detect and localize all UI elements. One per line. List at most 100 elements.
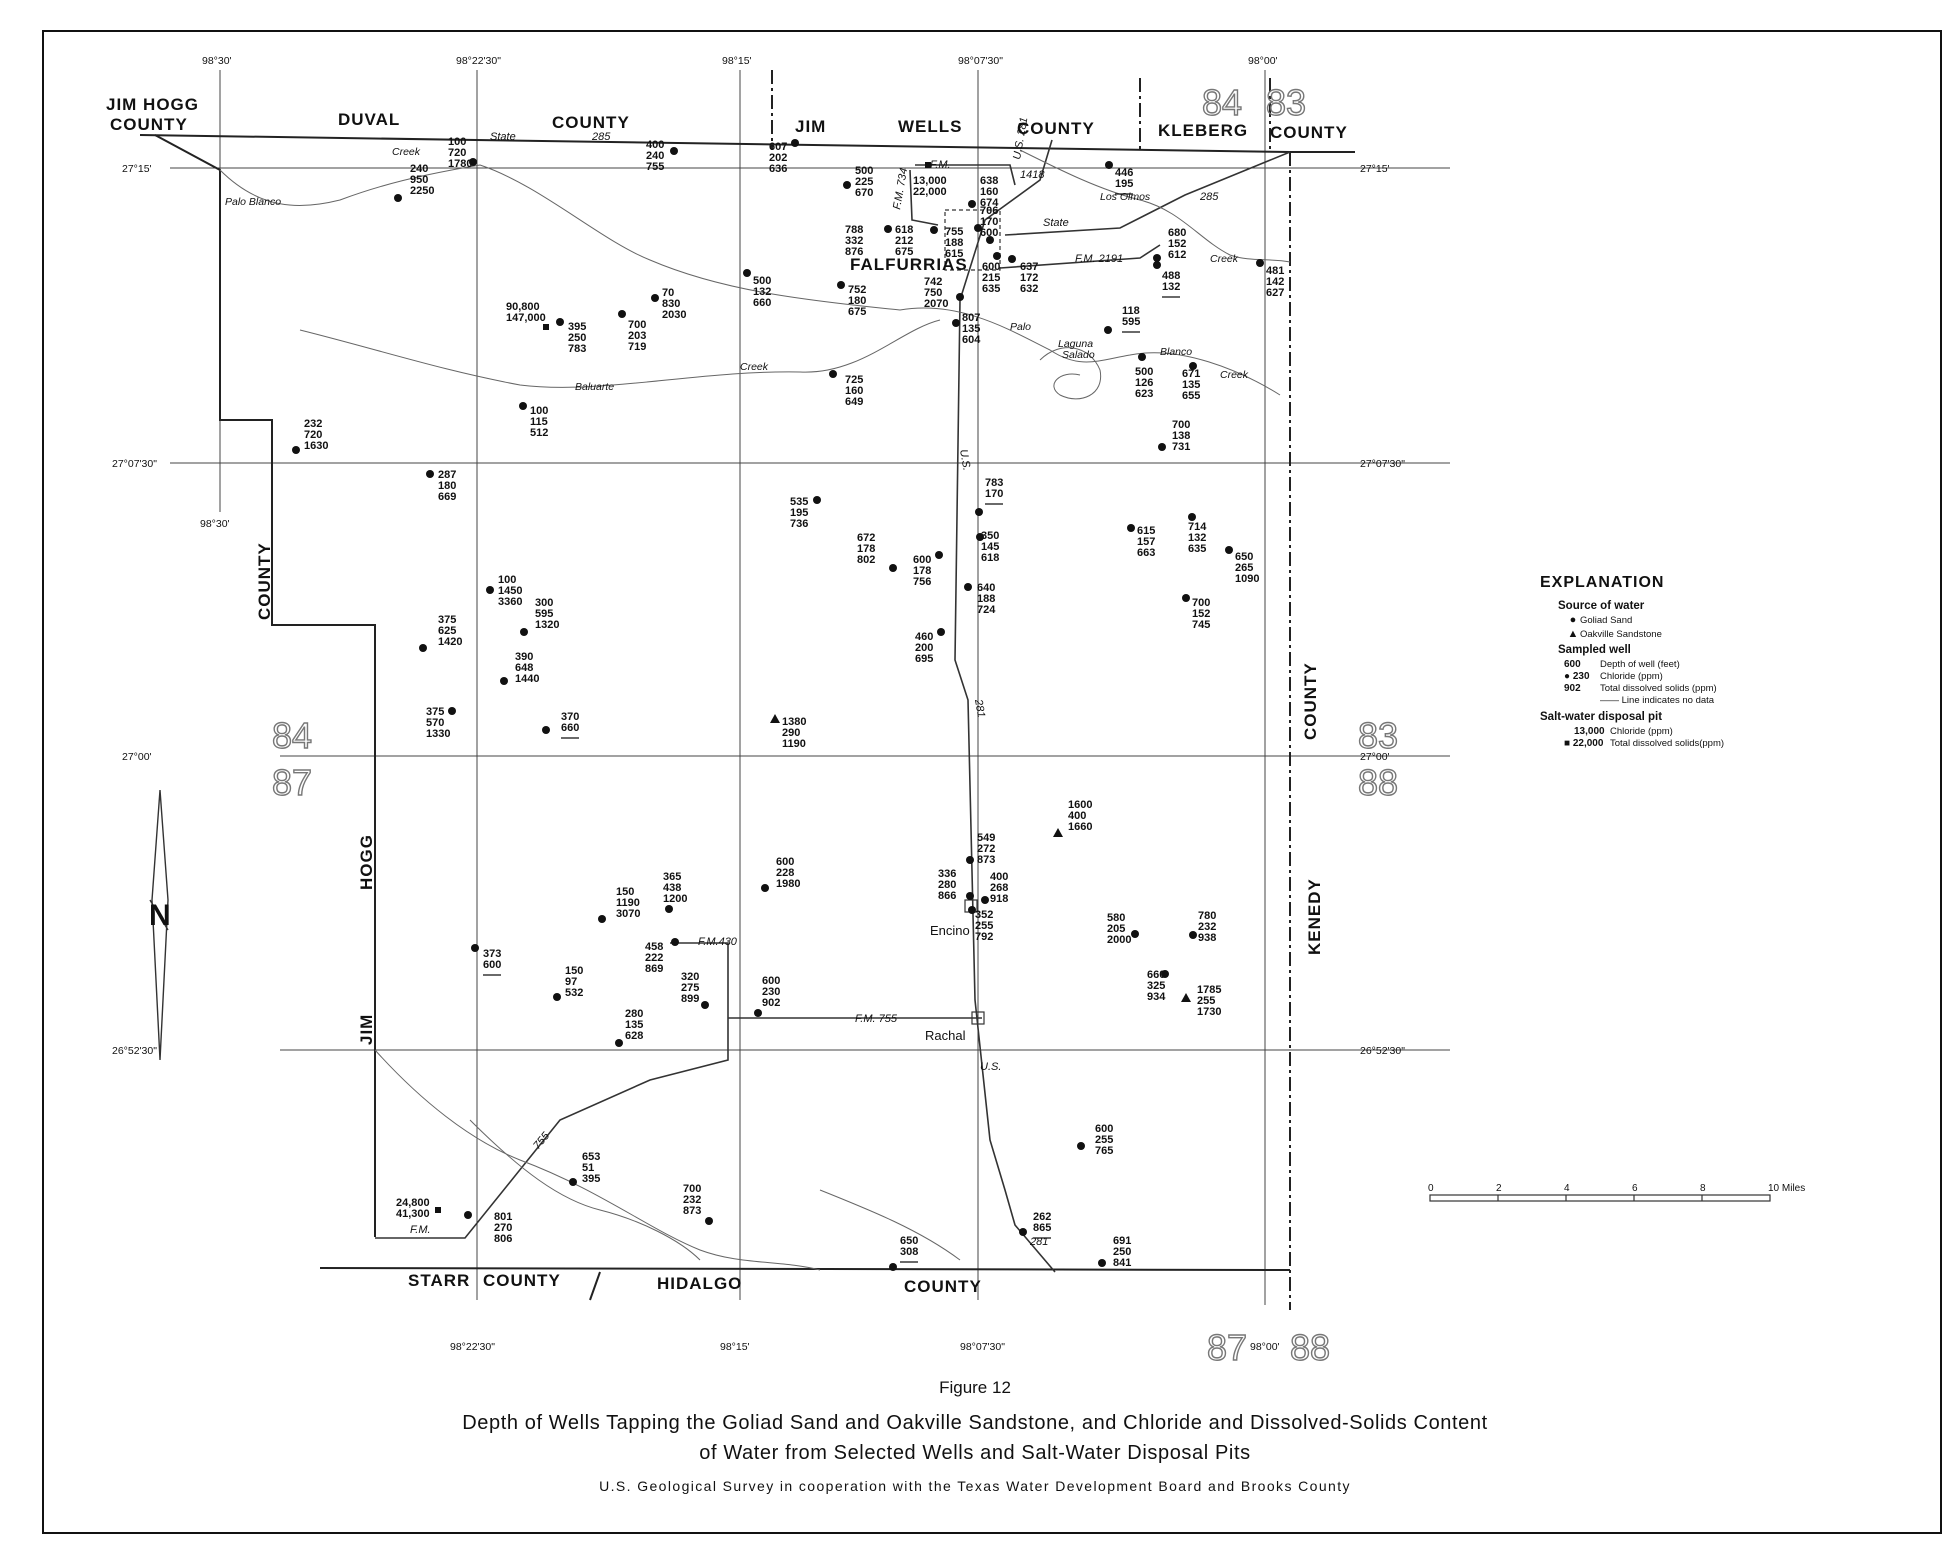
well-17-value-1: 180 bbox=[848, 295, 866, 307]
well-7-value-0: 446 bbox=[1115, 167, 1133, 179]
state-285-east bbox=[1004, 151, 1291, 236]
goliad-well-marker bbox=[843, 181, 851, 189]
goliad-well-marker bbox=[968, 200, 976, 208]
pit-1-value-0: 13,000 bbox=[913, 175, 947, 187]
well-54-value-1: 268 bbox=[990, 882, 1008, 894]
county-label-hidalgo-county: COUNTY bbox=[904, 1277, 982, 1296]
well-56-value-2: 792 bbox=[975, 931, 993, 943]
goliad-well-marker bbox=[500, 677, 508, 685]
well-19-value-1: 830 bbox=[662, 298, 680, 310]
well-24-value-1: 160 bbox=[845, 385, 863, 397]
well-39-value-0: 100 bbox=[498, 574, 516, 586]
well-1-value-1: 950 bbox=[410, 174, 428, 186]
oakville-well-marker bbox=[1053, 828, 1063, 837]
disposal-pit-marker bbox=[925, 162, 931, 168]
well-4-value-2: 670 bbox=[855, 187, 873, 199]
well-40-value-1: 188 bbox=[977, 593, 995, 605]
goliad-well-marker bbox=[569, 1178, 577, 1186]
figure-caption: Figure 12 Depth of Wells Tapping the Gol… bbox=[0, 1378, 1950, 1494]
road-label-us-281-mid: U.S. bbox=[957, 448, 973, 471]
legend-ex-depth: 600 bbox=[1564, 659, 1581, 670]
lon-label-bottom-2: 98°07'30" bbox=[960, 1341, 1005, 1353]
well-8-value-0: 788 bbox=[845, 224, 863, 236]
well-36-value-1: 157 bbox=[1137, 536, 1155, 548]
road-label-8: F.M. 755 bbox=[855, 1013, 898, 1025]
well-28-value-1: 720 bbox=[304, 429, 322, 441]
well-42-value-1: 625 bbox=[438, 625, 456, 637]
goliad-well-marker bbox=[1077, 1142, 1085, 1150]
goliad-well-marker bbox=[966, 892, 974, 900]
figure-credit: U.S. Geological Survey in cooperation wi… bbox=[599, 1478, 1351, 1494]
goliad-well-marker bbox=[1189, 362, 1197, 370]
well-71-value-0: 262 bbox=[1033, 1211, 1051, 1223]
stream-label-1: Creek bbox=[392, 146, 421, 158]
well-26-value-2: 655 bbox=[1182, 390, 1200, 402]
well-50-value-2: 873 bbox=[977, 854, 995, 866]
well-57-value-2: 2000 bbox=[1107, 934, 1131, 946]
goliad-well-marker bbox=[1104, 326, 1112, 334]
well-30-value-0: 287 bbox=[438, 469, 456, 481]
goliad-well-marker bbox=[964, 583, 972, 591]
road-label-1: 285 bbox=[591, 131, 611, 143]
well-18-value-1: 750 bbox=[924, 287, 942, 299]
well-8-value-1: 332 bbox=[845, 235, 863, 247]
stream-label-5: Creek bbox=[1210, 253, 1239, 265]
well-68-value-2: 395 bbox=[582, 1173, 600, 1185]
roads bbox=[375, 139, 1291, 1273]
well-22-value-0: 807 bbox=[962, 312, 980, 324]
figure-number: Figure 12 bbox=[939, 1378, 1011, 1397]
county-label-jim-wells-county: COUNTY bbox=[1017, 119, 1095, 138]
well-53-value-0: 336 bbox=[938, 868, 956, 880]
goliad-well-marker bbox=[1153, 254, 1161, 262]
goliad-well-marker bbox=[1188, 513, 1196, 521]
county-label-starr: STARR bbox=[408, 1271, 470, 1290]
road-label-2: State bbox=[1043, 217, 1069, 229]
lat-label-left-2: 27°00' bbox=[122, 751, 152, 763]
well-4-value-0: 500 bbox=[855, 165, 873, 177]
well-69-value-2: 873 bbox=[683, 1205, 701, 1217]
goliad-well-marker bbox=[1019, 1228, 1027, 1236]
well-29-value-2: 731 bbox=[1172, 441, 1190, 453]
lon-label-top-4: 98°00' bbox=[1248, 55, 1278, 67]
well-48-value-2: 1190 bbox=[782, 738, 806, 750]
well-17-value-2: 675 bbox=[848, 306, 866, 318]
quad-mid-left-top: 84 bbox=[272, 715, 312, 756]
road-label-3: 285 bbox=[1199, 191, 1219, 203]
well-46-value-0: 375 bbox=[426, 706, 444, 718]
goliad-well-marker bbox=[671, 938, 679, 946]
road-label-fm-734: F.M. 734 bbox=[891, 167, 910, 210]
well-0-value-2: 1780 bbox=[448, 158, 472, 170]
well-54-value-2: 918 bbox=[990, 893, 1008, 905]
legend-pit-tds-row: ■ 22,000 bbox=[1564, 738, 1610, 750]
quad-mid-right-bottom: 88 bbox=[1358, 762, 1398, 803]
pit-0-value-1: 147,000 bbox=[506, 312, 546, 324]
goliad-well-marker bbox=[1008, 255, 1016, 263]
well-63-value-0: 600 bbox=[762, 975, 780, 987]
goliad-well-marker bbox=[956, 293, 964, 301]
well-58-value-1: 232 bbox=[1198, 921, 1216, 933]
fm-734 bbox=[909, 169, 939, 226]
well-70-value-2: 806 bbox=[494, 1233, 512, 1245]
scale-tick-3: 6 bbox=[1632, 1183, 1638, 1194]
county-label-west-jim: JIM bbox=[357, 1014, 376, 1045]
county-label-kleberg: KLEBERG bbox=[1158, 121, 1248, 140]
well-17-value-0: 752 bbox=[848, 284, 866, 296]
